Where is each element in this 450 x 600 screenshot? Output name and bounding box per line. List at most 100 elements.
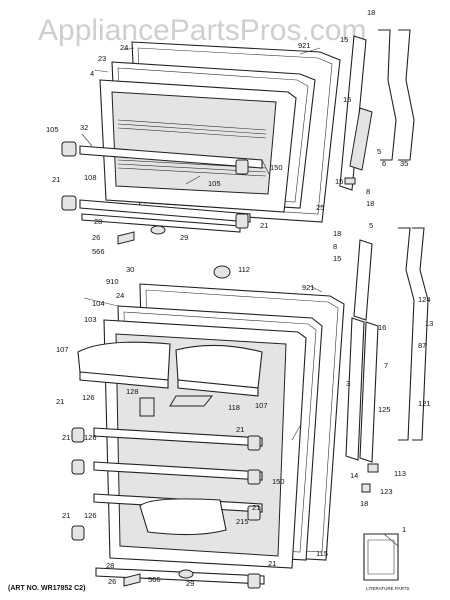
- callout: 23: [98, 54, 106, 63]
- callout: 107: [56, 345, 69, 354]
- callout: 29: [186, 579, 194, 588]
- freezer-shelf-rail-lower: [79, 199, 251, 223]
- freezer-liner-recess: [111, 91, 277, 195]
- callout: 13: [425, 319, 433, 328]
- rail-end-cap: [247, 469, 261, 485]
- callout: 18: [360, 499, 368, 508]
- callout: 18: [366, 199, 374, 208]
- handle-bracket: [361, 483, 371, 493]
- dairy-shelf: [177, 379, 259, 397]
- callout: 28: [94, 217, 102, 226]
- callout: 15: [333, 254, 341, 263]
- door-handle-cover: [412, 227, 429, 441]
- callout: 87: [418, 341, 426, 350]
- callout: 123: [380, 487, 393, 496]
- callout: 21: [236, 425, 244, 434]
- literature-packet: [363, 533, 399, 581]
- dairy-shelf: [79, 371, 169, 389]
- hinge-pin: [178, 569, 194, 579]
- callout: 15: [340, 35, 348, 44]
- callout: 112: [238, 265, 250, 274]
- door-trim-strip: [339, 35, 367, 191]
- callout: 21: [52, 175, 60, 184]
- callout: 910: [106, 277, 119, 286]
- handle-insert: [349, 107, 373, 171]
- handle-bracket: [367, 463, 379, 473]
- fresh-food-door-assembly: [71, 227, 429, 589]
- callout: 103: [84, 315, 97, 324]
- callout: 1: [402, 525, 406, 534]
- callout: 28: [106, 561, 114, 570]
- rail-end-cap: [235, 213, 249, 229]
- callout: 118: [228, 403, 240, 412]
- callout: 7: [384, 361, 388, 370]
- callout: 32: [80, 123, 88, 132]
- callout: 15: [335, 177, 343, 186]
- callout: 921: [302, 283, 315, 292]
- door-handle-cover: [398, 29, 415, 161]
- rail-end-cap: [71, 459, 85, 475]
- handle-bracket: [344, 177, 356, 185]
- callout: 150: [272, 477, 285, 486]
- freezer-shelf-rail-upper: [79, 145, 263, 169]
- callout: 29: [180, 233, 188, 242]
- callout: 16: [343, 95, 351, 104]
- butter-tray: [169, 395, 214, 407]
- hinge-pin: [150, 225, 166, 235]
- callout: 8: [333, 242, 337, 251]
- callout: 215: [236, 517, 249, 526]
- watermark: AppliancePartsPros.com: [38, 14, 366, 47]
- callout: 4: [90, 69, 94, 78]
- callout: 18: [367, 8, 375, 17]
- callout: 21: [252, 503, 260, 512]
- callout: 125: [378, 405, 391, 414]
- callout: 104: [92, 299, 105, 308]
- freezer-door-assembly: [61, 29, 415, 245]
- callout: 115: [316, 549, 328, 558]
- callout: 35: [400, 159, 408, 168]
- rail-end-cap: [247, 505, 261, 521]
- callout: 25: [316, 203, 324, 212]
- tray-bracket: [139, 397, 155, 417]
- hinge-plate: [117, 231, 135, 245]
- hinge-plate: [123, 573, 141, 587]
- callout: 6: [382, 159, 386, 168]
- callout: 14: [350, 471, 358, 480]
- callout: 24: [120, 43, 128, 52]
- door-trim-strip: [345, 317, 365, 461]
- callout: 126: [82, 393, 95, 402]
- callout: 921: [298, 41, 311, 50]
- callout: 21: [268, 559, 276, 568]
- rail-end-cap: [61, 141, 77, 157]
- freezer-shelf-rail-bottom: [81, 213, 241, 233]
- callout: 107: [255, 401, 268, 410]
- callout: 24: [116, 291, 124, 300]
- callout: 105: [46, 125, 59, 134]
- door-stop: [213, 265, 231, 279]
- door-bin: [139, 498, 227, 536]
- callout: 30: [126, 265, 134, 274]
- callout: 566: [148, 575, 161, 584]
- callout: 21: [260, 221, 268, 230]
- leader-lines: [81, 47, 399, 547]
- callout: 566: [92, 247, 105, 256]
- rail-end-cap: [247, 573, 261, 589]
- callout: 26: [92, 233, 100, 242]
- door-shelf-2: [93, 461, 263, 481]
- rail-end-cap: [235, 159, 249, 175]
- door-handle: [378, 29, 397, 161]
- callout: 105: [208, 179, 221, 188]
- door-handle: [398, 227, 415, 441]
- callout: 5: [377, 147, 381, 156]
- callout: 5: [369, 221, 373, 230]
- literature-caption: LITERATURE PARTS: [366, 586, 410, 591]
- callout: 128: [126, 387, 139, 396]
- callout: 150: [270, 163, 283, 172]
- callout: 21: [56, 397, 64, 406]
- rail-end-cap: [61, 195, 77, 211]
- door-trim-strip: [353, 239, 373, 321]
- rail-end-cap: [247, 435, 261, 451]
- callout: 26: [108, 577, 116, 586]
- callout: 21: [62, 511, 70, 520]
- callout: 18: [333, 229, 341, 238]
